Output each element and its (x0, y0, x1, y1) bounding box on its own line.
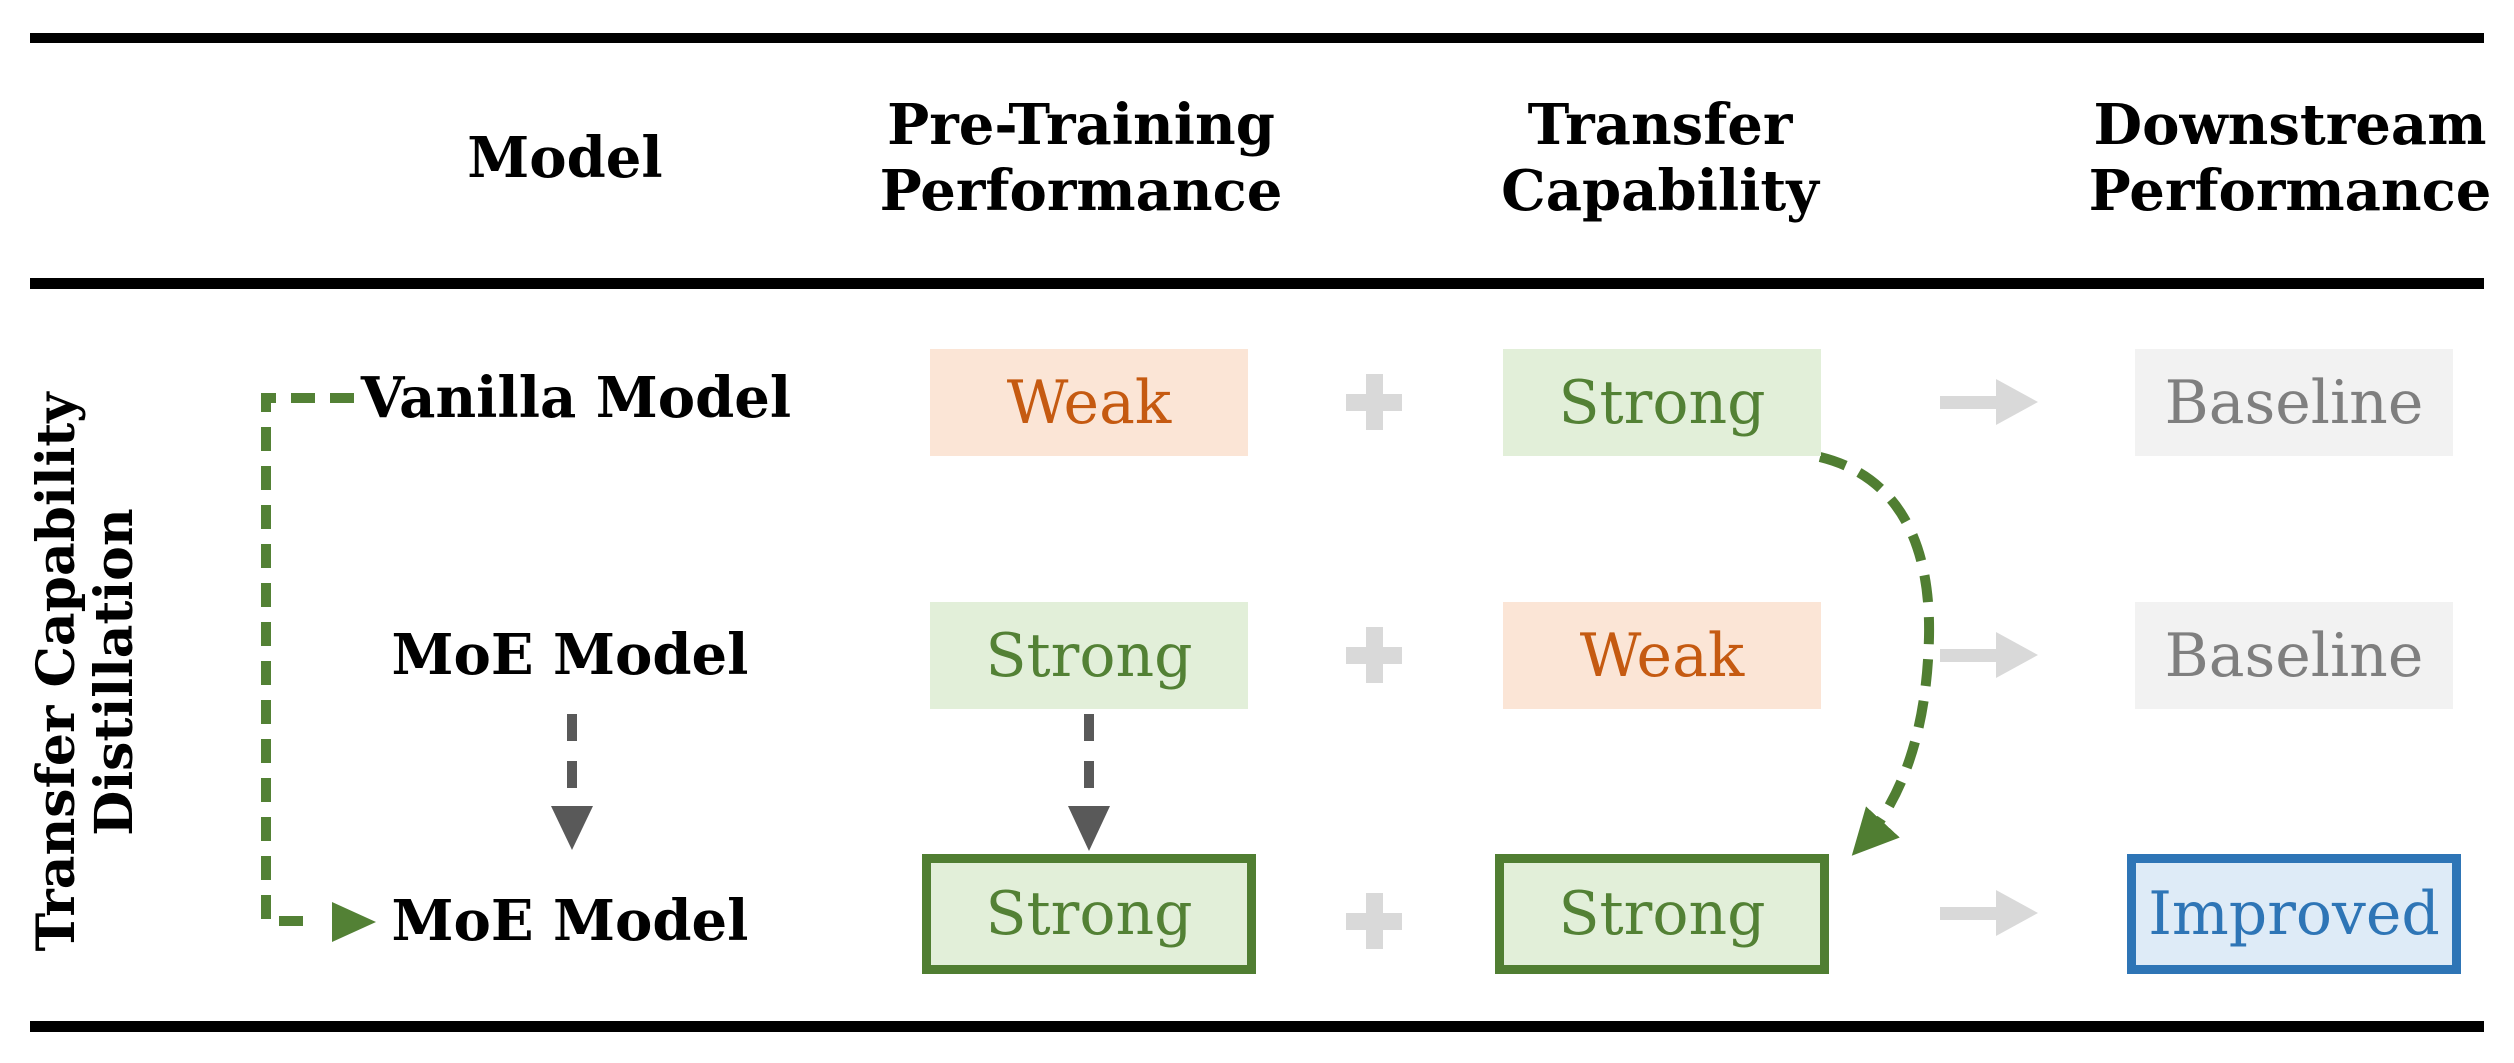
pretraining-box-strong: Strong (930, 602, 1248, 709)
downstream-box-improved: Improved (2127, 854, 2461, 974)
triangle-right-icon (332, 902, 376, 942)
plus-icon (1346, 893, 1402, 949)
arrow-right-icon (1940, 890, 2038, 936)
pretraining-box-strong-outlined: Strong (922, 854, 1256, 974)
row-label-moe-model: MoE Model (391, 622, 749, 688)
transfer-box-strong: Strong (1503, 349, 1821, 456)
transfer-box-weak: Weak (1503, 602, 1821, 709)
table-rule-bottom (30, 1021, 2484, 1032)
header-line: Capability (1501, 158, 1819, 224)
row-label-vanilla-model: Vanilla Model (360, 365, 792, 431)
downstream-box-baseline: Baseline (2135, 349, 2453, 456)
plus-icon (1346, 374, 1402, 430)
header-line: Performance (879, 158, 1283, 224)
column-header-model: Model (345, 90, 785, 226)
header-line: Transfer (1527, 92, 1793, 158)
arrow-down-dashed-icon (1068, 714, 1110, 851)
pretraining-box-weak: Weak (930, 349, 1248, 456)
arrow-right-icon (1940, 379, 2038, 425)
side-label-line: Transfer Capability (26, 392, 87, 952)
table-rule-top (30, 33, 2484, 43)
curved-dashed-arrow-icon (1818, 452, 1935, 856)
arrow-down-dashed-icon (551, 714, 593, 850)
arrow-right-icon (1940, 632, 2038, 678)
header-line: Model (467, 125, 663, 191)
downstream-box-baseline: Baseline (2135, 602, 2453, 709)
side-label-transfer-capability-distillation: Transfer Capability Distillation (26, 372, 145, 972)
side-label-line: Distillation (84, 508, 145, 836)
header-line: Downstream (2093, 92, 2487, 158)
plus-icon (1346, 627, 1402, 683)
header-line: Performance (2088, 158, 2492, 224)
table-rule-header (30, 278, 2484, 289)
header-line: Pre-Training (887, 92, 1275, 158)
distillation-bracket (261, 393, 376, 942)
transfer-box-strong-outlined: Strong (1495, 854, 1829, 974)
row-label-moe-model-distilled: MoE Model (391, 888, 749, 954)
